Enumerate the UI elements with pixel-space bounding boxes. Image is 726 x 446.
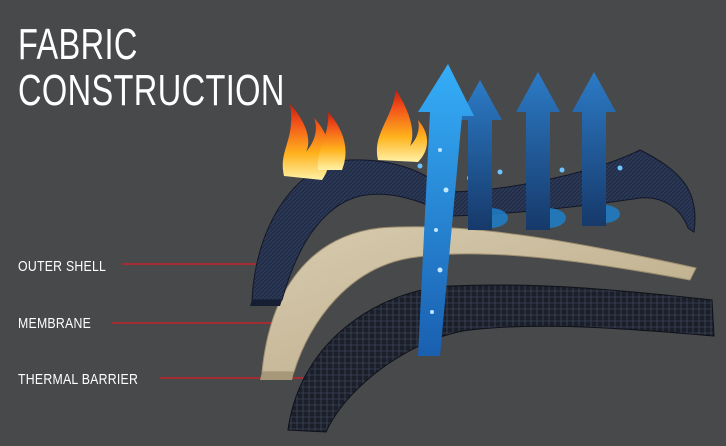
vapor-arrow-icon bbox=[572, 72, 616, 226]
flame-icons bbox=[282, 90, 428, 180]
vapor-arrows bbox=[458, 72, 616, 230]
flame-icon bbox=[376, 90, 428, 162]
water-droplet-icon bbox=[617, 165, 623, 171]
title-line-1: FABRIC bbox=[18, 20, 138, 69]
label-membrane: MEMBRANE bbox=[18, 315, 92, 332]
page-title: FABRIC CONSTRUCTION bbox=[18, 22, 285, 114]
title-line-2: CONSTRUCTION bbox=[18, 66, 285, 115]
outer-shell-edge bbox=[250, 300, 282, 306]
label-outer-shell: OUTER SHELL bbox=[18, 258, 107, 275]
water-arrow-icon bbox=[418, 64, 474, 356]
label-thermal-barrier: THERMAL BARRIER bbox=[18, 371, 139, 388]
water-droplet-icon bbox=[497, 169, 503, 175]
thermal-barrier-layer bbox=[287, 284, 715, 433]
water-droplet-icon bbox=[417, 163, 423, 169]
arrow-bubbles bbox=[430, 148, 449, 314]
water-droplet-icon bbox=[559, 167, 565, 173]
vapor-arrow-icon bbox=[516, 72, 560, 230]
membrane-layer bbox=[261, 226, 697, 373]
membrane-edge bbox=[260, 372, 294, 380]
vapor-arrow-icon bbox=[458, 80, 502, 230]
flame-icon bbox=[317, 112, 346, 170]
